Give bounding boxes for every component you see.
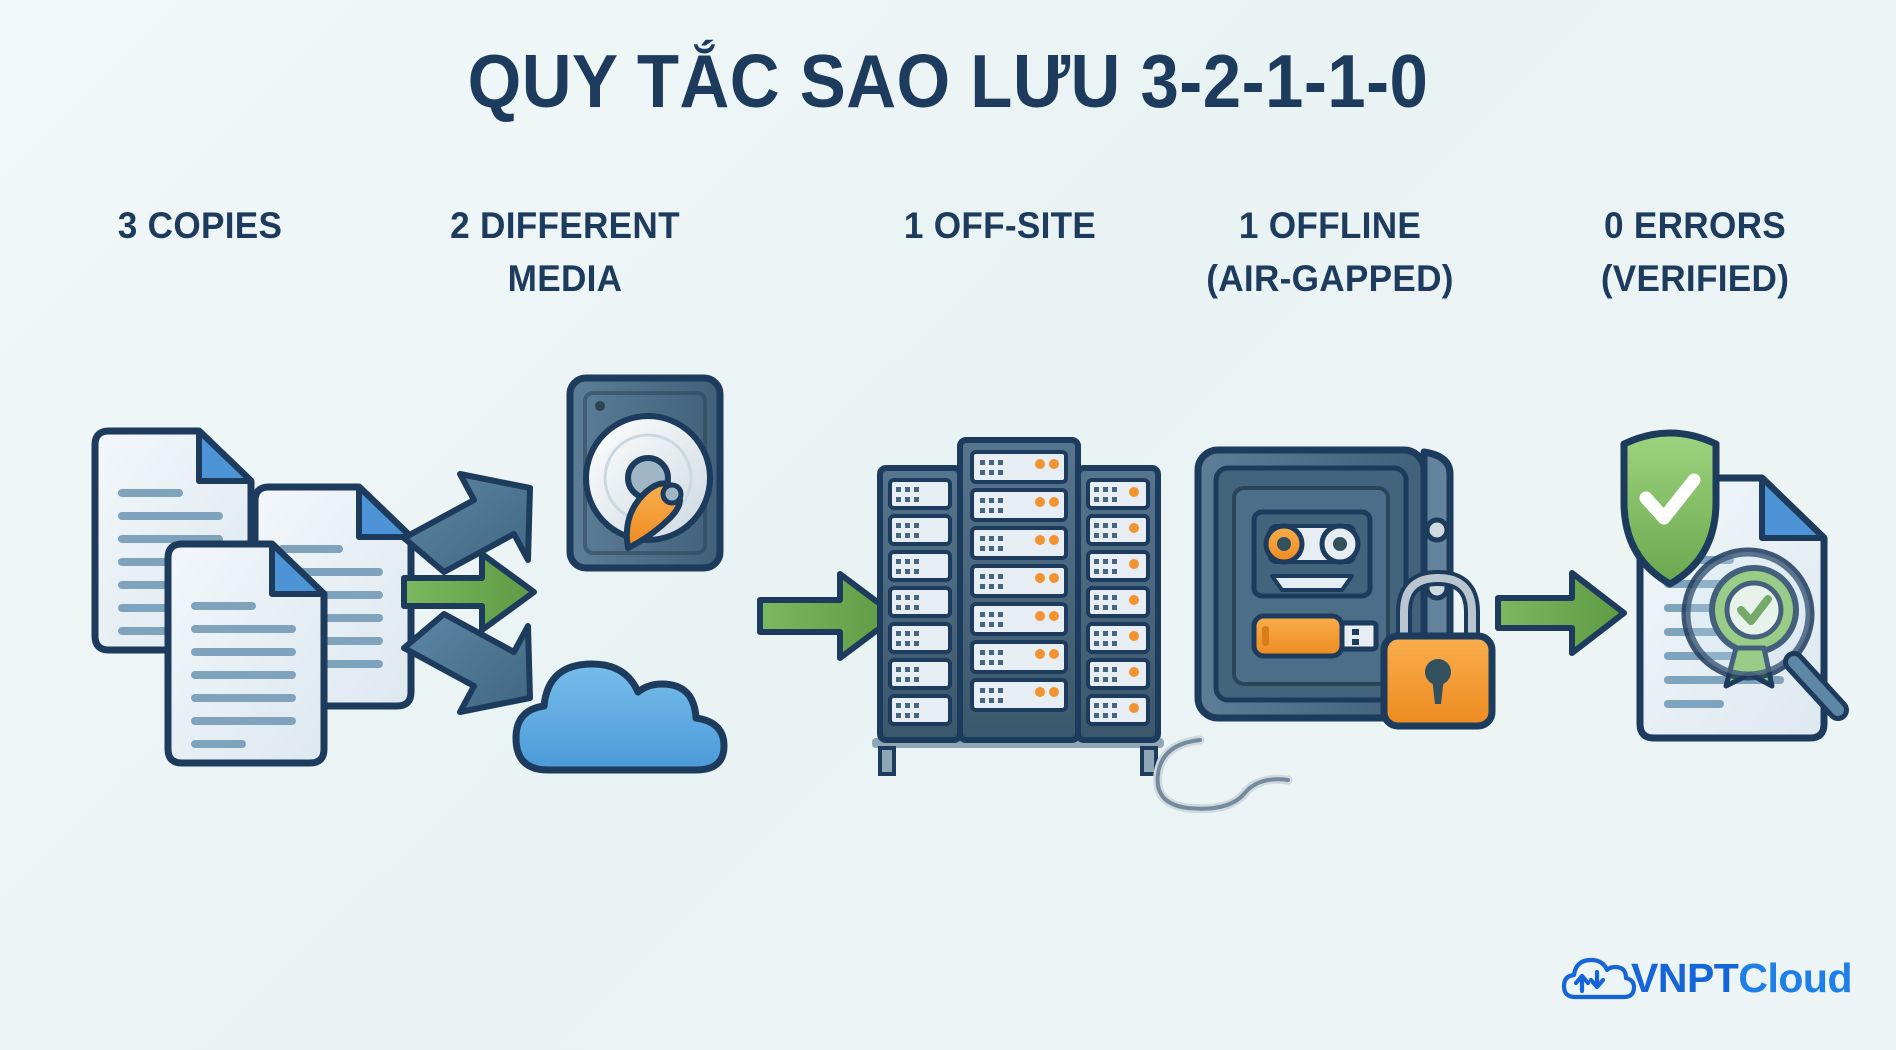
column-heading-line1: 0 ERRORS [1604, 205, 1786, 246]
column-heading-line2: MEDIA [507, 257, 623, 299]
shield-check-icon [1620, 429, 1720, 588]
server-vent-dots [980, 460, 1003, 703]
document-text-lines [191, 602, 296, 748]
magnifier-icon [1681, 547, 1849, 721]
arrow-media-to-server-icon [757, 571, 899, 661]
three-documents-icon [91, 427, 415, 767]
usb-drive-icon [1251, 613, 1379, 659]
column-heading-offline: 1 OFFLINE (AIR-GAPPED) [1169, 200, 1492, 305]
verified-document-icon [1620, 429, 1849, 742]
cloud-sync-icon [1561, 957, 1637, 999]
server-status-leds [1035, 459, 1059, 697]
safe-vault-icon [1153, 446, 1496, 814]
column-heading-copies: 3 COPIES [48, 200, 352, 253]
brand-name-cloud: Cloud [1738, 955, 1852, 1001]
server-rack-icon [872, 437, 1164, 776]
column-heading-line1: 2 DIFFERENT [450, 205, 680, 246]
server-unit-group [970, 450, 1068, 712]
padlock-icon [1380, 569, 1496, 730]
server-unit-group [888, 478, 952, 726]
brand-name-vnpt: VNPT [1631, 955, 1739, 1001]
column-heading-off-site: 1 OFF-SITE [858, 200, 1143, 253]
server-vent-dots [896, 487, 919, 718]
server-vent-dots [1094, 487, 1117, 718]
column-heading-line1: 1 OFF-SITE [903, 205, 1097, 246]
column-heading-line2: (AIR-GAPPED) [1206, 257, 1454, 299]
column-heading-errors: 0 ERRORS (VERIFIED) [1538, 200, 1852, 305]
page-title: QUY TẮC SAO LƯU 3-2-1-1-0 [467, 39, 1429, 123]
document-icon [164, 540, 328, 767]
arrow-docs-to-media-icon [401, 551, 537, 633]
arrow-docs-to-cloud-icon [401, 611, 533, 715]
arrow-docs-to-hdd-icon [401, 471, 533, 575]
column-heading-line1: 3 COPIES [117, 205, 283, 246]
hard-drive-icon [566, 374, 724, 572]
server-unit-group [1086, 478, 1150, 726]
cloud-storage-icon [512, 660, 728, 774]
server-status-leds-right [1129, 487, 1139, 713]
column-heading-different-media: 2 DIFFERENT MEDIA [408, 200, 722, 305]
brand-wordmark: VNPTCloud [1631, 955, 1852, 1002]
column-heading-line2: (VERIFIED) [1600, 257, 1790, 299]
vnpt-cloud-logo[interactable]: VNPTCloud [1561, 955, 1852, 1002]
column-heading-line1: 1 OFFLINE [1238, 205, 1422, 246]
arrow-safe-to-verified-icon [1495, 570, 1627, 656]
tape-cassette-icon [1251, 509, 1373, 599]
